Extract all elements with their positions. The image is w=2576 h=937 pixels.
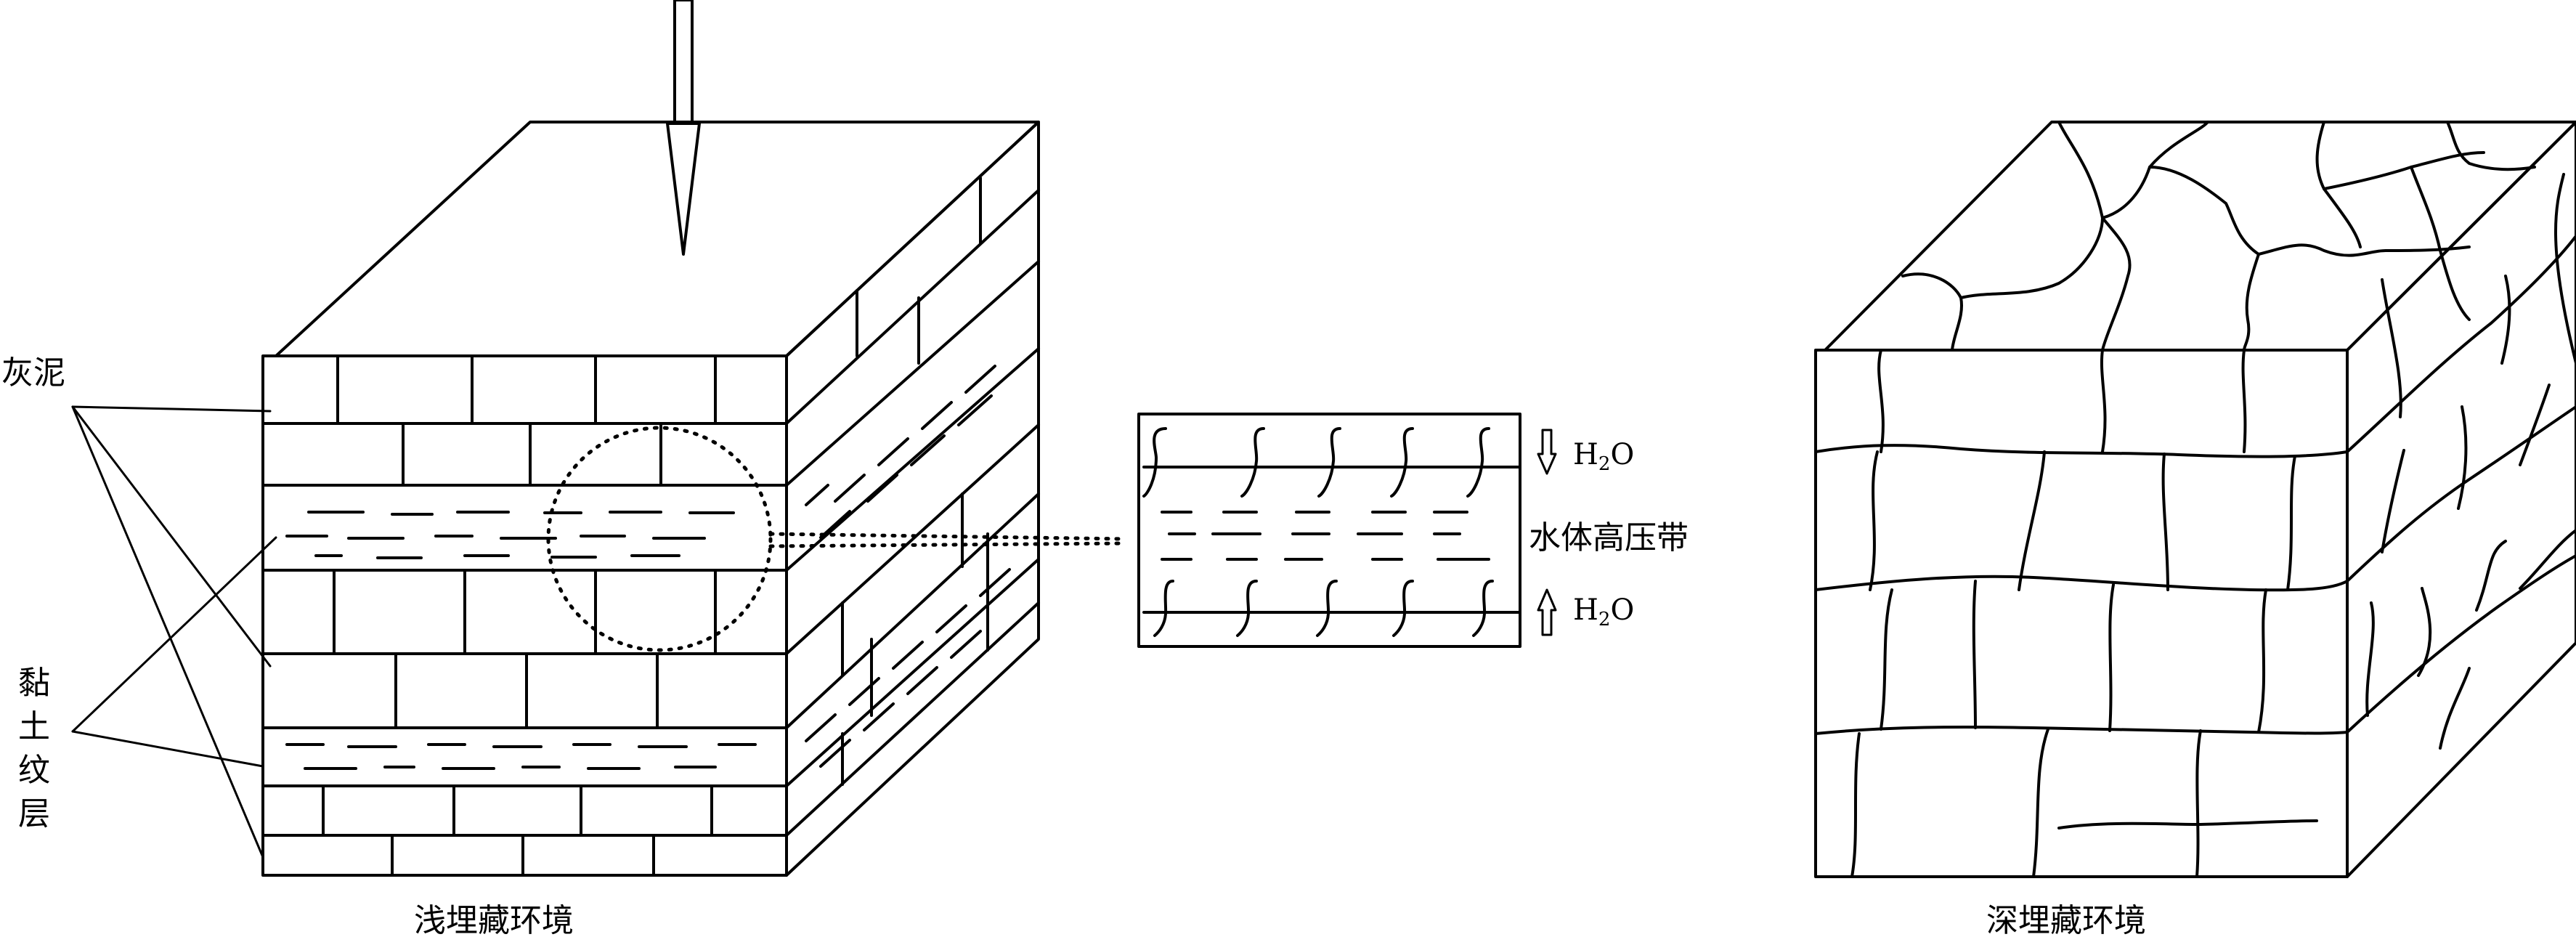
zoom-clay-dashes	[1162, 512, 1489, 559]
hollow-arrow-down-icon	[1538, 430, 1556, 474]
zoom-lower-fibers	[1155, 581, 1492, 636]
clay-lamina-char-3: 纹	[18, 752, 50, 789]
clay-lamina-char-1: 黏	[18, 665, 50, 702]
shallow-block-front-face	[263, 356, 787, 875]
shallow-right-layer-lines	[787, 190, 1039, 835]
deep-burial-caption: 深埋藏环境	[1986, 902, 2146, 937]
water-label-top: H2O	[1573, 438, 1634, 475]
shallow-block-top-face	[276, 122, 1039, 356]
deep-block-front-face	[1816, 350, 2347, 877]
shallow-clay-band-2	[287, 745, 755, 768]
shallow-right-brick-joints	[842, 178, 988, 784]
shallow-right-clay-dashes	[806, 366, 1009, 766]
shallow-burial-caption: 浅埋藏环境	[414, 902, 574, 937]
zoom-box	[1139, 414, 1520, 646]
shallow-clay-band-1	[287, 512, 734, 558]
shallow-front-brick-joints	[323, 356, 715, 875]
deep-front-cracks	[1852, 350, 2317, 877]
deep-side-cracks	[2367, 174, 2576, 748]
limestone-label: 灰泥	[1, 354, 65, 392]
clay-lamina-label: 黏 土 纹 层	[18, 665, 50, 832]
deep-burial-block	[1816, 122, 2576, 877]
clay-lamina-char-4: 层	[18, 795, 50, 832]
deep-top-cracks	[1903, 122, 2535, 350]
high-pressure-zone-label: 水体高压带	[1529, 519, 1689, 556]
shallow-burial-block	[263, 122, 1039, 875]
pressure-arrow-down-icon	[667, 0, 699, 254]
hollow-arrow-up-icon	[1538, 590, 1556, 635]
clay-lamina-char-2: 土	[18, 708, 50, 745]
zoom-upper-fibers	[1144, 429, 1489, 496]
clay-leader-lines	[73, 538, 276, 766]
water-label-bottom: H2O	[1573, 593, 1634, 630]
limestone-leader-lines	[73, 407, 270, 857]
shallow-front-layer-lines	[263, 423, 787, 835]
